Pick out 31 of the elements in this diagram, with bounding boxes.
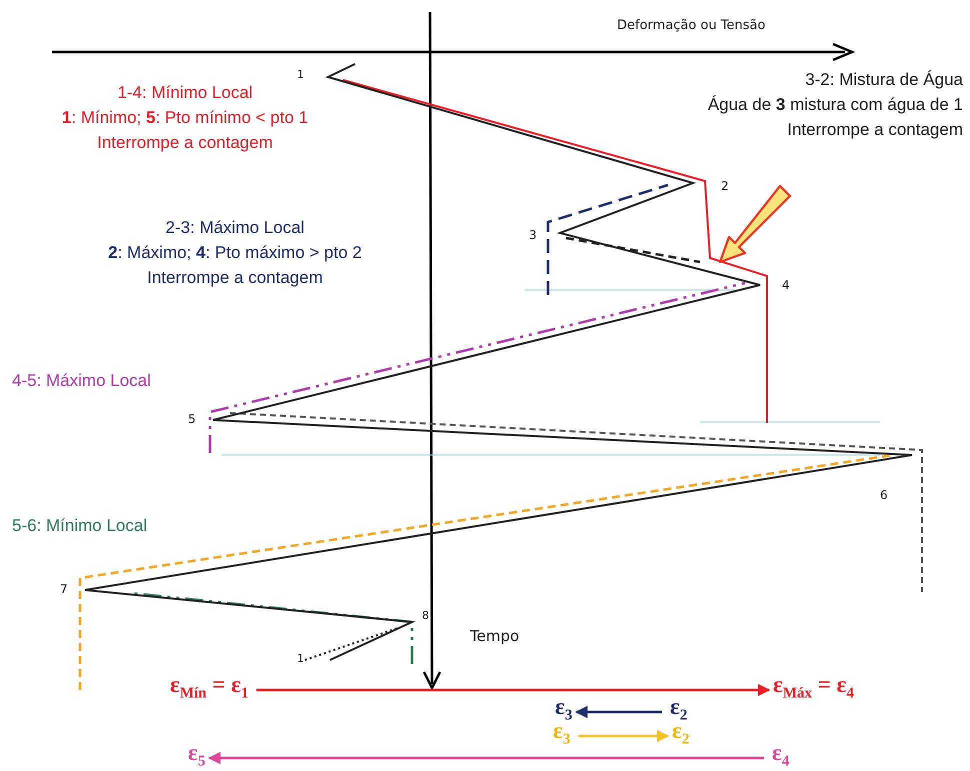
axis-label: Deformação ou Tensão bbox=[617, 19, 766, 34]
annotation-text: Interrompe a contagem bbox=[147, 268, 323, 288]
point-number: 1 bbox=[297, 69, 304, 82]
point-number: 8 bbox=[422, 610, 429, 623]
annotation-heading: 5-6: Mínimo Local bbox=[12, 516, 148, 536]
arrow bbox=[578, 730, 670, 742]
annotation-text: Água de 3 mistura com água de 1 bbox=[708, 95, 963, 115]
strain-label: ε$_{5}$ bbox=[188, 740, 206, 770]
point-number: 5 bbox=[188, 413, 196, 427]
annotation-heading: 4-5: Máximo Local bbox=[12, 371, 151, 391]
arrow bbox=[256, 684, 770, 696]
annotation-heading: 2-3: Máximo Local bbox=[166, 218, 304, 238]
point-number: 4 bbox=[782, 279, 790, 293]
point-number: 2 bbox=[721, 180, 729, 194]
arrow bbox=[575, 706, 662, 718]
point-number: 6 bbox=[880, 489, 888, 503]
strain-label: ε$_{Máx}$ = ε$_{4}$ bbox=[773, 672, 854, 702]
point-number: 3 bbox=[529, 229, 537, 243]
annotation-text: Interrompe a contagem bbox=[787, 120, 963, 140]
annotation-text: 2: Máximo; 4: Pto máximo > pto 2 bbox=[108, 243, 362, 263]
point-number: 7 bbox=[60, 583, 68, 597]
point-number: 1 bbox=[297, 653, 304, 666]
annotation-text: 1: Mínimo; 5: Pto mínimo < pto 1 bbox=[62, 108, 308, 128]
strain-label: ε$_{4}$ bbox=[772, 740, 790, 770]
strain-label: ε$_{3}$ bbox=[555, 694, 572, 724]
strain-label: ε$_{Mín}$ = ε$_{1}$ bbox=[170, 672, 248, 702]
axis-label: Tempo bbox=[470, 628, 520, 646]
annotation-heading: 1-4: Mínimo Local bbox=[117, 83, 253, 103]
annotation-heading: 3-2: Mistura de Água bbox=[805, 70, 963, 90]
arrow bbox=[208, 752, 764, 764]
annotation-text: Interrompe a contagem bbox=[97, 133, 273, 153]
